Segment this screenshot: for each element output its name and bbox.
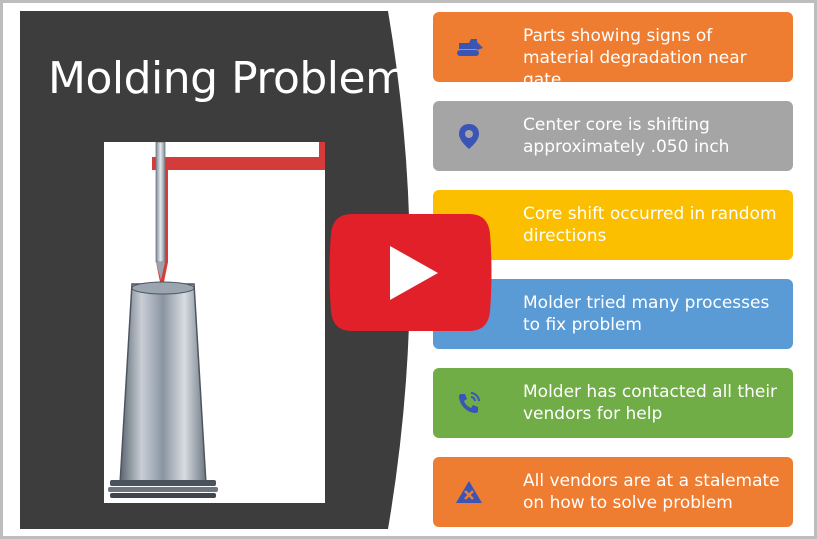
slide-left-panel: Molding Problem [20, 11, 420, 529]
card-random-directions: Core shift occurred in random directions [433, 190, 793, 260]
location-pin-icon [451, 118, 487, 154]
card-vendors-stalemate: All vendors are at a stalemate on how to… [433, 457, 793, 527]
card-processes-tried: Molder tried many processes to fix probl… [433, 279, 793, 349]
video-thumbnail[interactable]: Molding Problem [3, 3, 814, 536]
card-text: All vendors are at a stalemate on how to… [523, 471, 780, 513]
bulldozer-icon [451, 29, 487, 65]
card-text: Molder tried many processes to fix probl… [523, 293, 770, 335]
card-text: Center core is shifting approximately .0… [523, 115, 730, 157]
phone-call-icon [451, 385, 487, 421]
play-icon [329, 214, 492, 331]
card-text: Parts showing signs of material degradat… [523, 26, 747, 90]
card-text: Molder has contacted all their vendors f… [523, 382, 778, 424]
youtube-play-button[interactable] [328, 210, 493, 335]
slide-title: Molding Problem [48, 53, 408, 104]
warning-x-icon [451, 474, 487, 510]
card-vendors-contacted: Molder has contacted all their vendors f… [433, 368, 793, 438]
card-text: Core shift occurred in random directions [523, 204, 777, 246]
card-material-degradation: Parts showing signs of material degradat… [433, 12, 793, 90]
mold-cross-section-image [104, 142, 325, 503]
card-core-shifting: Center core is shifting approximately .0… [433, 101, 793, 171]
